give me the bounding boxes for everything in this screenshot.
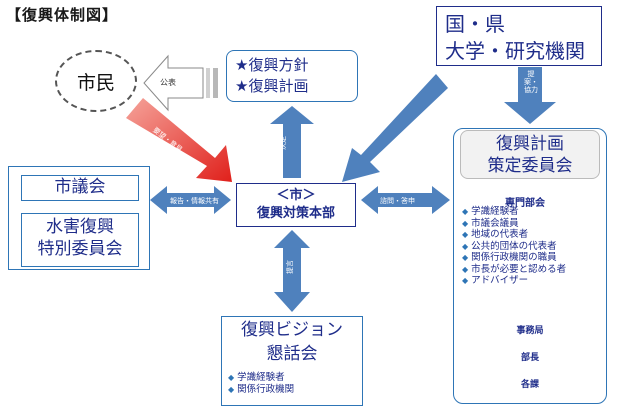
special-line2: 特別委員会 [37, 239, 123, 259]
reconstruction-hq-box: ＜市＞ 復興対策本部 [236, 183, 356, 227]
vision-member-item: ◆学識経験者 [228, 372, 285, 383]
vision-proposal-label: 提言 [286, 260, 294, 274]
report-share-label: 報告・情報共有 [170, 197, 219, 205]
hq-line2: 復興対策本部 [256, 206, 335, 221]
gov-to-hq-arrow [342, 74, 448, 182]
publish-arrow [143, 54, 218, 112]
decision-label: 決定 [279, 136, 287, 150]
committee-title-line1: 復興計画 [496, 134, 564, 154]
request-arrow [126, 98, 232, 182]
vision-title-line2: 懇話会 [266, 344, 318, 364]
plan-line: ★復興計画 [235, 77, 309, 95]
citizen-node: 市民 [55, 50, 137, 112]
gov-to-committee-arrow [504, 67, 556, 124]
sections-label: 各課 [520, 380, 539, 390]
assembly-hq-arrow [150, 186, 231, 214]
special-line1: 水害復興 [46, 217, 114, 237]
policy-plan-box: ★復興方針 ★復興計画 [226, 50, 358, 102]
diagram-title: 【復興体制図】 [6, 6, 119, 24]
department-heads-label: 部長 [520, 353, 539, 363]
hq-committee-arrow [361, 186, 450, 214]
member-item: ◆公共的団体の代表者 [462, 240, 557, 252]
hq-line1: ＜市＞ [276, 188, 316, 203]
member-item: ◆市議会議員 [462, 217, 519, 229]
member-item: ◆地域の代表者 [462, 229, 529, 240]
committee-title-line2: 策定委員会 [487, 156, 573, 176]
secretariat-label: 事務局 [516, 326, 544, 336]
gov-line1: 国・県 [445, 12, 505, 36]
gov-line2: 大学・研究機関 [445, 39, 585, 63]
vision-member-list: ◆学識経験者 ◆関係行政機関 [228, 372, 294, 395]
city-council-label: 市議会 [21, 175, 139, 201]
gov-committee-label: 提案・協力 [524, 70, 538, 94]
committee-member-list: ◆学識経験者 ◆市議会議員 ◆地域の代表者 ◆公共的団体の代表者 ◆関係行政機関… [462, 206, 566, 287]
vision-council-box [221, 316, 363, 406]
member-item: ◆アドバイザー [462, 275, 529, 286]
consult-report-label: 諮問・答申 [380, 197, 415, 205]
policy-line: ★復興方針 [235, 56, 309, 74]
publish-label: 公表 [160, 78, 176, 87]
vision-title-line1: 復興ビジョン [241, 320, 343, 340]
planning-committee-title: 復興計画 策定委員会 [460, 130, 600, 179]
government-box: 国・県 大学・研究機関 [436, 6, 602, 66]
vision-council-title: 復興ビジョン 懇話会 [225, 318, 359, 366]
decision-arrow [270, 106, 314, 178]
special-committee-box: 水害復興 特別委員会 [21, 213, 139, 267]
member-item: ◆市長が必要と認める者 [462, 263, 567, 275]
member-item: ◆学識経験者 [462, 206, 519, 217]
member-item: ◆関係行政機関の職員 [462, 252, 557, 263]
vision-member-item: ◆関係行政機関 [228, 383, 295, 395]
city-assembly-box: 市議会 水害復興 特別委員会 [8, 166, 150, 270]
expert-subcommittee-title: 専門部会 [505, 198, 545, 209]
hq-vision-arrow [274, 230, 310, 312]
